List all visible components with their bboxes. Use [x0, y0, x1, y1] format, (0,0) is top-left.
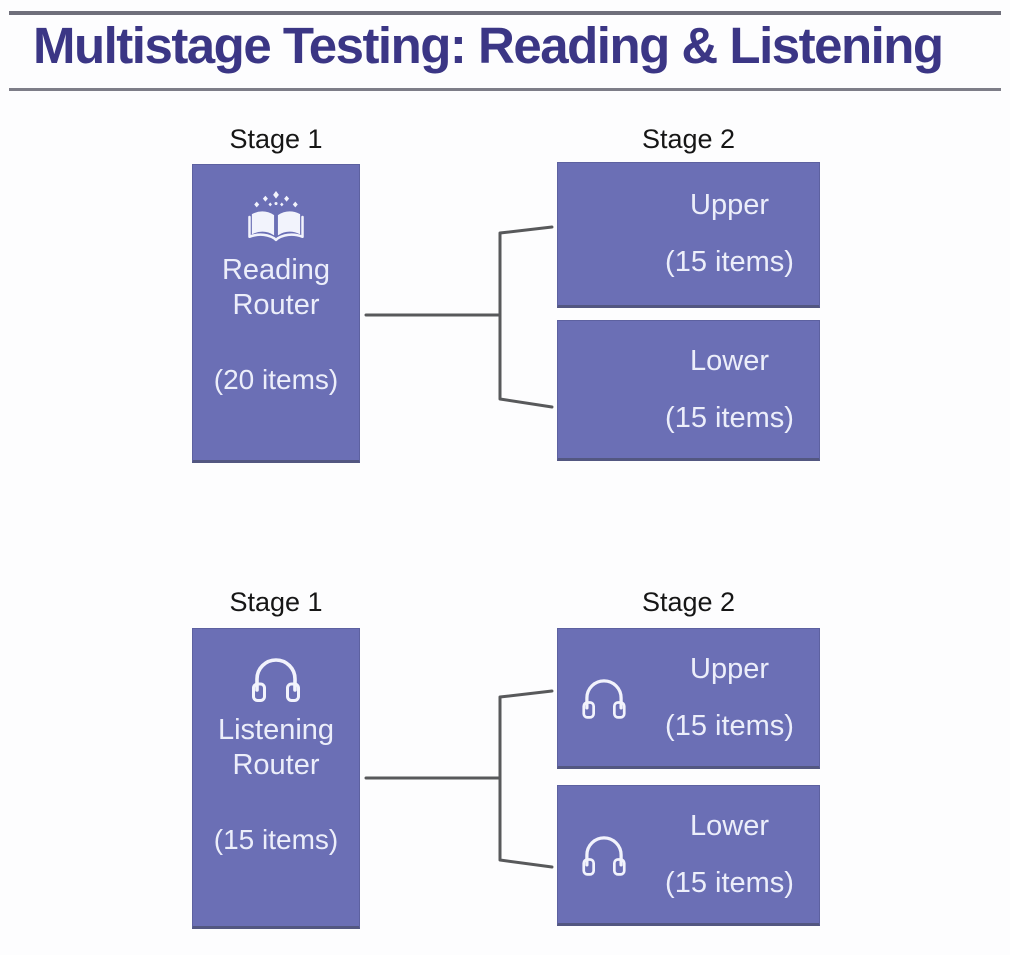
- reading-lower-items: (15 items): [665, 401, 794, 434]
- reading-router-name-line2: Router: [232, 289, 320, 322]
- reading-upper-label: Upper: [690, 189, 769, 221]
- reading-router-name-line1: Reading: [221, 254, 331, 286]
- top-divider: [9, 11, 1001, 15]
- headphones-icon: [252, 658, 300, 702]
- listening-router-box: Listening Router (15 items): [192, 628, 360, 929]
- title-divider: [9, 88, 1001, 91]
- listening-lower-box: Lower (15 items): [557, 785, 820, 926]
- listening-router-name-line2: Router: [232, 749, 320, 782]
- reading-router-box: Reading Router (20 items): [192, 164, 360, 463]
- listening-stage2-label: Stage 2: [641, 587, 736, 617]
- listening-stage1-label: Stage 1: [229, 587, 323, 617]
- reading-stage2-label: Stage 2: [641, 124, 736, 154]
- headphones-icon: [582, 835, 626, 876]
- reading-upper-items: (15 items): [665, 246, 794, 278]
- reading-lower-label: Lower: [690, 344, 769, 377]
- book-sparkles-icon: [248, 190, 304, 242]
- reading-stage1-label: Stage 1: [229, 124, 323, 154]
- listening-upper-box: Upper (15 items): [557, 628, 820, 769]
- listening-router-name: Listening Router: [218, 713, 334, 784]
- listening-lower-label: Lower: [690, 809, 769, 842]
- reading-lower-box: Lower (15 items): [557, 320, 820, 461]
- listening-lower-items: (15 items): [665, 866, 794, 899]
- headphones-icon: [582, 678, 626, 719]
- reading-router-items: (20 items): [213, 363, 339, 395]
- listening-upper-items: (15 items): [665, 709, 794, 742]
- reading-upper-box: Upper (15 items): [557, 162, 820, 308]
- reading-router-name: Reading Router: [222, 253, 330, 324]
- page-title: Multistage Testing: Reading & Listening: [33, 17, 944, 74]
- listening-router-name-line1: Listening: [217, 714, 335, 746]
- listening-upper-label: Upper: [690, 652, 769, 685]
- listening-router-items: (15 items): [213, 823, 339, 855]
